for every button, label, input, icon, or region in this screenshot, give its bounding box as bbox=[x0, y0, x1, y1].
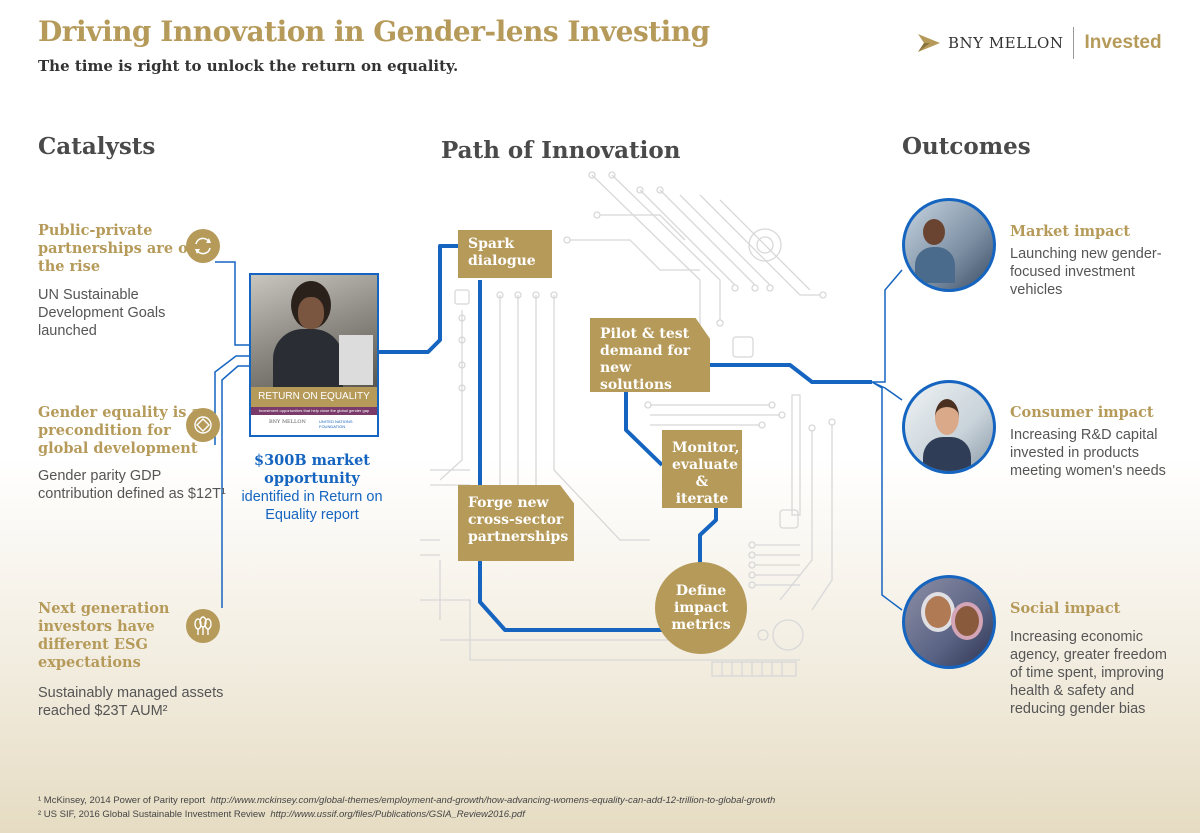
outcomes-heading: Outcomes bbox=[902, 133, 1031, 160]
path-step-pilot-test: Pilot & test demand for new solutions bbox=[590, 318, 710, 392]
footnote-1-text: ¹ McKinsey, 2014 Power of Parity report bbox=[38, 795, 206, 806]
page-title: Driving Innovation in Gender-lens Invest… bbox=[38, 15, 710, 48]
outcome-2-body: Increasing R&D capital invested in produ… bbox=[1010, 427, 1166, 479]
outcome-1-heading: Market impact bbox=[1010, 223, 1131, 240]
outcome-2-heading: Consumer impact bbox=[1010, 404, 1154, 421]
report-cover-logo-2: UNITED NATIONS FOUNDATION bbox=[319, 419, 353, 429]
innovation-path bbox=[376, 244, 872, 632]
catalysts-heading: Catalysts bbox=[38, 133, 156, 160]
circuit-traces bbox=[420, 171, 836, 677]
catalyst-2-body: Gender parity GDP contribution defined a… bbox=[38, 468, 226, 502]
path-step-spark-dialogue: Spark dialogue bbox=[458, 230, 552, 278]
report-cover-image: RETURN ON EQUALITY Investment opportunit… bbox=[249, 273, 379, 437]
catalyst-3-body: Sustainably managed assets reached $23T … bbox=[38, 685, 224, 719]
outcome-connectors bbox=[871, 269, 903, 611]
cycle-icon bbox=[186, 229, 220, 263]
path-step-monitor: Monitor, evaluate & iterate bbox=[662, 430, 742, 508]
report-cover-logo-1: BNY MELLON bbox=[269, 419, 306, 425]
logo-divider bbox=[1073, 27, 1075, 59]
report-caption: $300B market opportunity identified in R… bbox=[232, 452, 392, 524]
bny-mellon-mark-icon bbox=[918, 34, 940, 52]
footnote-2-text: ² US SIF, 2016 Global Sustainable Invest… bbox=[38, 809, 266, 820]
catalyst-2-heading: Gender equality is a precondition for gl… bbox=[38, 404, 201, 457]
logo-brand-text: BNY MELLON bbox=[948, 34, 1064, 52]
report-cover-title: RETURN ON EQUALITY bbox=[251, 387, 377, 407]
brand-logo: BNY MELLON Invested bbox=[918, 27, 1162, 59]
footnote-2: ² US SIF, 2016 Global Sustainable Invest… bbox=[38, 809, 525, 820]
path-heading: Path of Innovation bbox=[441, 137, 681, 164]
footnote-1: ¹ McKinsey, 2014 Power of Parity report … bbox=[38, 795, 775, 806]
report-caption-line-1: $300B market opportunity bbox=[253, 452, 370, 487]
social-impact-avatar bbox=[902, 575, 996, 669]
outcome-3-body: Increasing economic agency, greater free… bbox=[1010, 629, 1167, 717]
report-photo bbox=[251, 275, 377, 389]
report-caption-line-2: identified in Return on Equality report bbox=[241, 489, 383, 523]
path-step-forge-partnerships: Forge new cross-sector partnerships bbox=[458, 485, 574, 561]
path-step-define-metrics: Define impact metrics bbox=[655, 562, 747, 654]
plants-icon bbox=[186, 609, 220, 643]
catalyst-3-heading: Next generation investors have different… bbox=[38, 600, 170, 671]
market-impact-avatar bbox=[902, 198, 996, 292]
catalyst-1-heading: Public-private partnerships are on the r… bbox=[38, 222, 199, 275]
page-subtitle: The time is right to unlock the return o… bbox=[38, 57, 459, 75]
footnote-1-url[interactable]: http://www.mckinsey.com/global-themes/em… bbox=[210, 795, 776, 806]
consumer-impact-avatar bbox=[902, 380, 996, 474]
outcome-1-body: Launching new gender-focused investment … bbox=[1010, 246, 1162, 298]
outcome-3-heading: Social impact bbox=[1010, 600, 1121, 617]
report-cover-subtitle: Investment opportunities that help close… bbox=[251, 407, 377, 415]
footnote-2-url[interactable]: http://www.ussif.org/files/Publications/… bbox=[270, 809, 525, 820]
logo-sub-text: Invested bbox=[1084, 32, 1162, 53]
globe-icon bbox=[186, 408, 220, 442]
catalyst-1-body: UN Sustainable Development Goals launche… bbox=[38, 287, 166, 339]
catalyst-connectors bbox=[214, 261, 249, 608]
